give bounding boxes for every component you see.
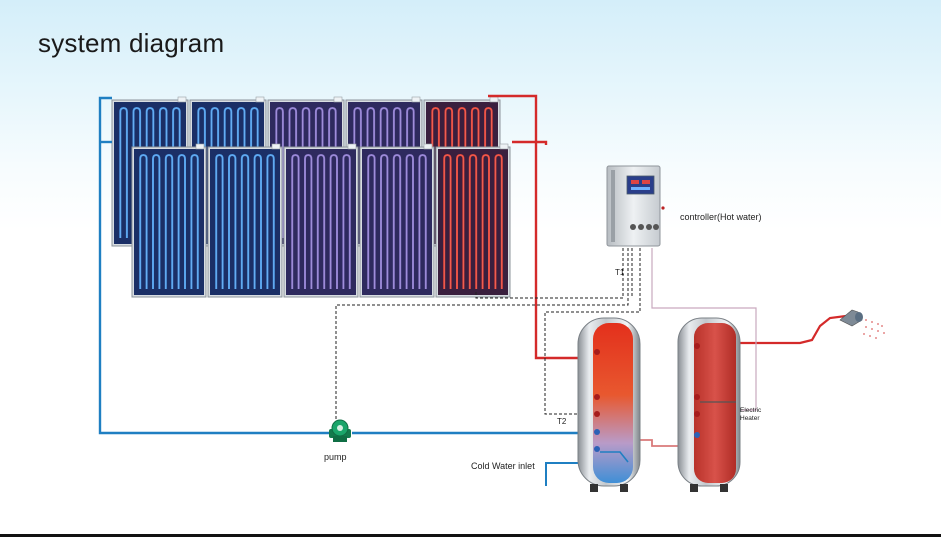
solar-storage-tank: [577, 317, 641, 492]
collector-panel: [207, 143, 283, 298]
page-title: system diagram: [38, 28, 225, 58]
controller-label: controller(Hot water): [680, 212, 762, 222]
hot-water-outlet-pipe: [716, 314, 847, 345]
electric-heater-label-line2: Heater: [740, 415, 760, 422]
pump-label: pump: [324, 452, 347, 462]
solar-collector-array: [111, 96, 511, 298]
bottom-divider: [0, 534, 941, 537]
cold-water-inlet-label: Cold Water inlet: [471, 461, 535, 471]
hot-flow-pipe: [488, 94, 584, 360]
collector-panel: [435, 143, 511, 298]
collector-panel: [359, 143, 435, 298]
hot-water-tank: [677, 317, 741, 492]
hot-flow-pipe-lower: [512, 140, 548, 145]
controller-display: [626, 175, 655, 195]
cold-return-pipe: [98, 96, 578, 435]
controller-box: [606, 165, 665, 247]
shower-head-icon: [839, 309, 885, 339]
cold-water-inlet-pipe: [545, 462, 578, 486]
collector-panel: [283, 143, 359, 298]
circulation-pump: [329, 419, 351, 442]
collector-panel: [131, 143, 207, 298]
heater-power-wire: [651, 248, 757, 411]
electric-heater-label-line1: Electric: [740, 407, 762, 414]
sensor-t2-label: T2: [557, 417, 567, 426]
sensor-t1-label: T1: [615, 268, 625, 277]
sensor-wires: [335, 248, 641, 420]
